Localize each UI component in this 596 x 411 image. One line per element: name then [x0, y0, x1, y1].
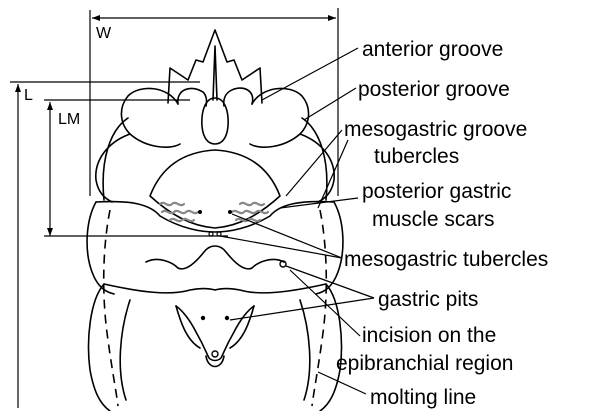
label-posterior-groove: posterior groove — [358, 78, 510, 101]
muscle-scars — [160, 203, 268, 221]
label-molting-line: molting line — [370, 386, 476, 409]
label-muscle-scars: muscle scars — [372, 208, 495, 231]
width-measure: W — [90, 8, 338, 196]
label-posterior-gastric: posterior gastric — [362, 180, 511, 203]
label-anterior-groove: anterior groove — [362, 38, 503, 61]
mesogastric-length-measure: LM — [44, 100, 228, 236]
carapace-outline — [87, 30, 343, 411]
label-gastric-pits: gastric pits — [378, 288, 478, 311]
label-tubercles: tubercles — [374, 145, 459, 168]
tubercles — [201, 232, 286, 357]
width-label: W — [96, 25, 112, 42]
length-label: L — [24, 87, 33, 104]
label-mesogastric-tubercles: mesogastric tubercles — [344, 248, 548, 271]
label-incision: incision on the — [362, 324, 496, 347]
molting-line-left — [104, 210, 118, 406]
molting-line-right — [312, 210, 326, 406]
mesogastric-length-label: LM — [58, 111, 80, 128]
label-epibranchial-region: epibranchial region — [336, 352, 513, 375]
label-mesogastric-groove: mesogastric groove — [344, 118, 527, 141]
